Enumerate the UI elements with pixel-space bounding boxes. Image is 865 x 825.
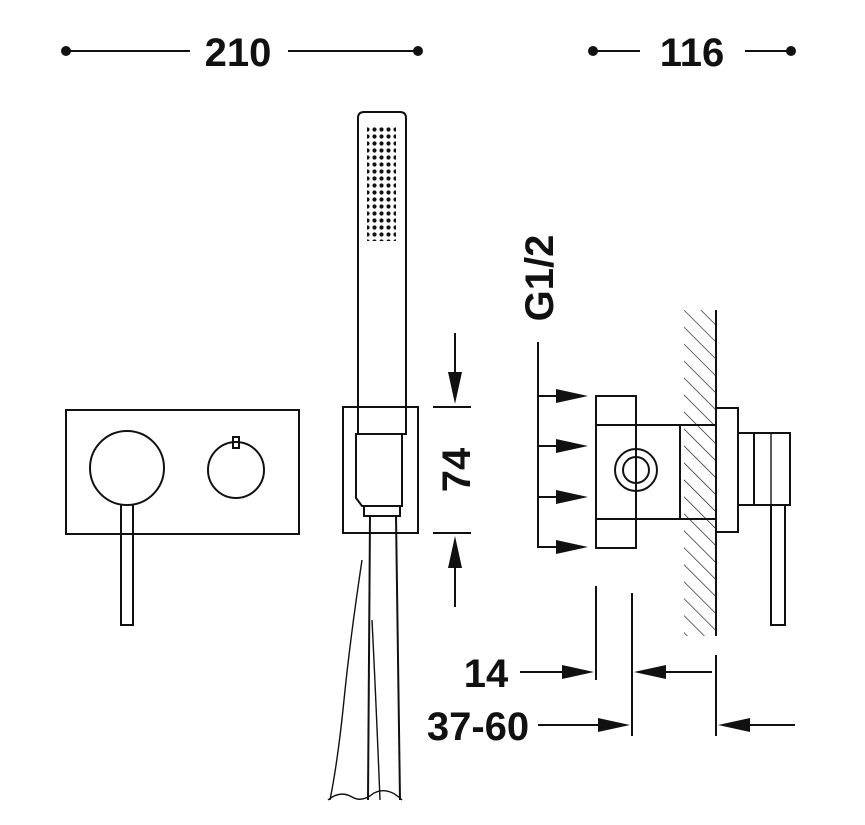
lever-handle bbox=[89, 430, 165, 506]
connection-label: G1/2 bbox=[518, 235, 562, 322]
dim-label-37-60: 37-60 bbox=[427, 705, 529, 749]
hose-fold bbox=[329, 559, 363, 801]
knob-indicator bbox=[232, 436, 240, 449]
handle-body bbox=[753, 432, 791, 506]
spray-nozzles bbox=[367, 127, 396, 241]
handle-base bbox=[737, 432, 755, 506]
hand-shower bbox=[327, 111, 419, 801]
dimension-210: 210 bbox=[61, 31, 423, 75]
wall-section bbox=[684, 310, 717, 636]
dimension-116: 116 bbox=[588, 31, 796, 75]
holder-plate bbox=[342, 406, 419, 534]
hose-left bbox=[367, 515, 371, 801]
inlet-arrow-head bbox=[556, 540, 588, 554]
plate-outline bbox=[65, 409, 300, 535]
dim-arrow-head bbox=[598, 718, 630, 732]
dim-endpoint bbox=[413, 46, 423, 56]
holder-bracket bbox=[355, 433, 403, 507]
hose-break bbox=[327, 790, 403, 801]
dimension-wall: 14 37-60 bbox=[427, 586, 795, 749]
handle-lever bbox=[770, 505, 786, 626]
arrow-head-up bbox=[448, 536, 462, 568]
dimension-74: 74 bbox=[433, 333, 479, 607]
diverter-knob bbox=[207, 441, 265, 499]
outlet-port-inner bbox=[622, 456, 650, 484]
dim-arrow-head bbox=[562, 665, 594, 679]
arrow-head-down bbox=[448, 372, 462, 404]
cover-flange bbox=[715, 407, 739, 533]
dim-arrow-head bbox=[634, 665, 666, 679]
hose-connector bbox=[363, 505, 401, 517]
shower-head bbox=[357, 111, 407, 435]
hose-right bbox=[395, 515, 401, 801]
dim-label-14: 14 bbox=[464, 652, 509, 696]
dim-label-210: 210 bbox=[205, 31, 272, 75]
lever-arm bbox=[120, 505, 134, 626]
inlet-arrow-head bbox=[556, 490, 588, 504]
mixer-plate bbox=[65, 409, 300, 626]
wall-hatch bbox=[684, 310, 716, 636]
outlet-port bbox=[614, 448, 658, 492]
dim-arrow-head bbox=[718, 718, 750, 732]
dim-endpoint bbox=[786, 46, 796, 56]
hose-fold bbox=[371, 619, 381, 801]
dim-label-74: 74 bbox=[435, 447, 479, 492]
inlet-arrows bbox=[537, 342, 588, 554]
valve-body bbox=[595, 395, 791, 626]
inlet-arrow-head bbox=[556, 389, 588, 403]
dim-label-116: 116 bbox=[660, 31, 725, 75]
inlet-arrow-head bbox=[556, 439, 588, 453]
